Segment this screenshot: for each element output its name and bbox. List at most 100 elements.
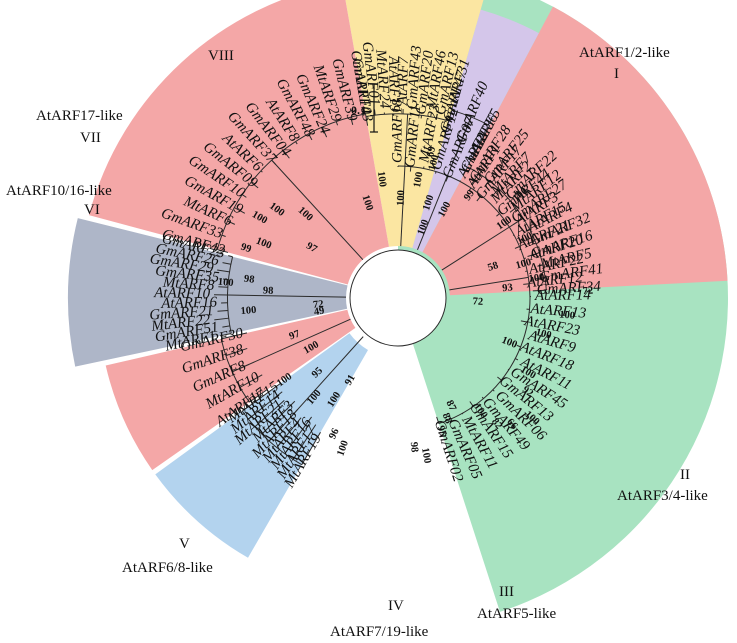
leaf-branch — [491, 188, 500, 198]
leaf-branch — [222, 262, 231, 265]
leaf-branch — [301, 431, 321, 465]
leaf-branch — [514, 246, 520, 249]
leaf-branch — [468, 187, 472, 191]
taxon-label: GmARF11 — [402, 104, 424, 168]
bootstrap-value: 100 — [559, 309, 576, 322]
leaf-branch — [476, 195, 482, 202]
taxon-label: GmARF01 — [359, 41, 383, 107]
clade-stem-ii — [441, 217, 524, 271]
leaf-branch — [506, 221, 511, 225]
leaf-branch — [241, 194, 247, 198]
leaf-branch — [509, 207, 517, 213]
leaf-branch — [497, 376, 502, 381]
leaf-branch — [350, 116, 354, 125]
clade-numeral-vii: VII — [80, 130, 101, 146]
bootstrap-value: 95 — [434, 424, 448, 437]
taxon-label: MtARF22 — [150, 312, 212, 335]
leaf-branch — [254, 400, 285, 428]
bootstrap-value: 88 — [440, 412, 454, 426]
leaf-branch — [221, 332, 248, 340]
bootstrap-value: 92 — [520, 384, 535, 399]
clade-sector-vi — [68, 218, 348, 367]
leaf-branch — [234, 207, 246, 214]
leaf-branch — [239, 374, 263, 388]
clade-numeral-viii: VIII — [208, 48, 234, 64]
leaf-branch — [526, 240, 536, 245]
taxon-label: MtARF24 — [372, 48, 392, 110]
clade-sector-viii — [155, 333, 368, 558]
bootstrap-value: 72 — [313, 299, 324, 311]
leaf-branch — [492, 389, 495, 392]
leaf-branch — [496, 213, 500, 217]
clade-stem-vi — [227, 294, 347, 298]
leaf-branch — [284, 416, 313, 455]
taxon-label: AtARF7 — [395, 55, 412, 106]
bootstrap-value: 100 — [416, 218, 432, 237]
leaf-branch — [227, 220, 236, 225]
leaf-branch — [219, 332, 232, 337]
bootstrap-value: 97 — [304, 241, 319, 256]
scale-bar: 0.1 — [351, 83, 378, 133]
leaf-branch — [261, 400, 296, 435]
bootstrap-value: 100 — [396, 190, 408, 206]
bootstrap-value: 100 — [515, 257, 533, 272]
clade-label-vi: AtARF10/16-like — [6, 183, 112, 199]
taxon-label: AtARF14 — [534, 287, 591, 304]
leaf-branch — [248, 391, 283, 420]
bootstrap-value: 100 — [412, 171, 426, 188]
leaf-branch — [260, 170, 263, 173]
leaf-branch — [231, 363, 250, 373]
bootstrap-value: 100 — [421, 194, 436, 212]
bootstrap-value: 100 — [375, 171, 388, 188]
leaf-branch — [436, 416, 440, 424]
leaf-branch — [435, 171, 437, 174]
bootstrap-value: 100 — [217, 277, 234, 289]
leaf-branch — [222, 278, 229, 281]
bootstrap-value: 100 — [528, 272, 545, 285]
taxon-label: AtARF13 — [529, 301, 587, 322]
leaf-branch — [214, 317, 229, 321]
clade-label-iv: AtARF7/19-like — [330, 624, 429, 640]
bootstrap-value: 96 — [327, 427, 341, 441]
leaf-branch — [449, 416, 452, 420]
clade-numeral-ii: II — [680, 467, 690, 483]
leaf-branch — [365, 113, 369, 126]
clade-sector-ii — [422, 6, 728, 296]
leaf-branch — [430, 112, 432, 117]
leaf-branch — [472, 125, 491, 157]
bootstrap-value: 72 — [472, 296, 483, 308]
bootstrap-value: 100 — [427, 154, 442, 172]
taxon-label: GmARF35 — [154, 263, 220, 286]
clade-sector-vii — [105, 309, 356, 471]
bootstrap-value: 91 — [343, 373, 358, 388]
leaf-branch — [250, 181, 259, 189]
leaf-branch — [516, 344, 521, 348]
leaf-branch — [308, 133, 313, 141]
bootstrap-value: 98 — [408, 441, 420, 453]
bootstrap-value: 100 — [500, 335, 519, 351]
leaf-branch — [217, 249, 229, 253]
root-ring — [349, 249, 447, 347]
leaf-branch — [535, 277, 546, 280]
clade-sector-iv — [345, 0, 484, 249]
clade-stem-vii — [231, 318, 351, 373]
leaf-branch — [458, 116, 472, 147]
bootstrap-value: 93 — [502, 282, 513, 294]
leaf-branch — [523, 257, 527, 260]
bootstrap-value: 100 — [240, 305, 257, 317]
bootstrap-value: 87 — [443, 399, 457, 413]
leaf-branch — [295, 141, 298, 145]
leaf-branch — [335, 121, 339, 126]
leaf-branch — [507, 368, 510, 371]
leaf-branch — [217, 269, 230, 273]
bootstrap-value: 49 — [313, 305, 325, 318]
leaf-branch — [292, 424, 317, 460]
bootstrap-value: 100 — [335, 439, 351, 458]
leaf-branch — [447, 120, 450, 126]
clade-label-vii: AtARF17-like — [36, 108, 123, 124]
bootstrap-value: 100 — [254, 236, 273, 252]
taxon-label: AtARF16 — [160, 294, 218, 312]
bootstrap-value: 99 — [462, 188, 477, 203]
taxon-label: GmARF34 — [536, 279, 601, 298]
